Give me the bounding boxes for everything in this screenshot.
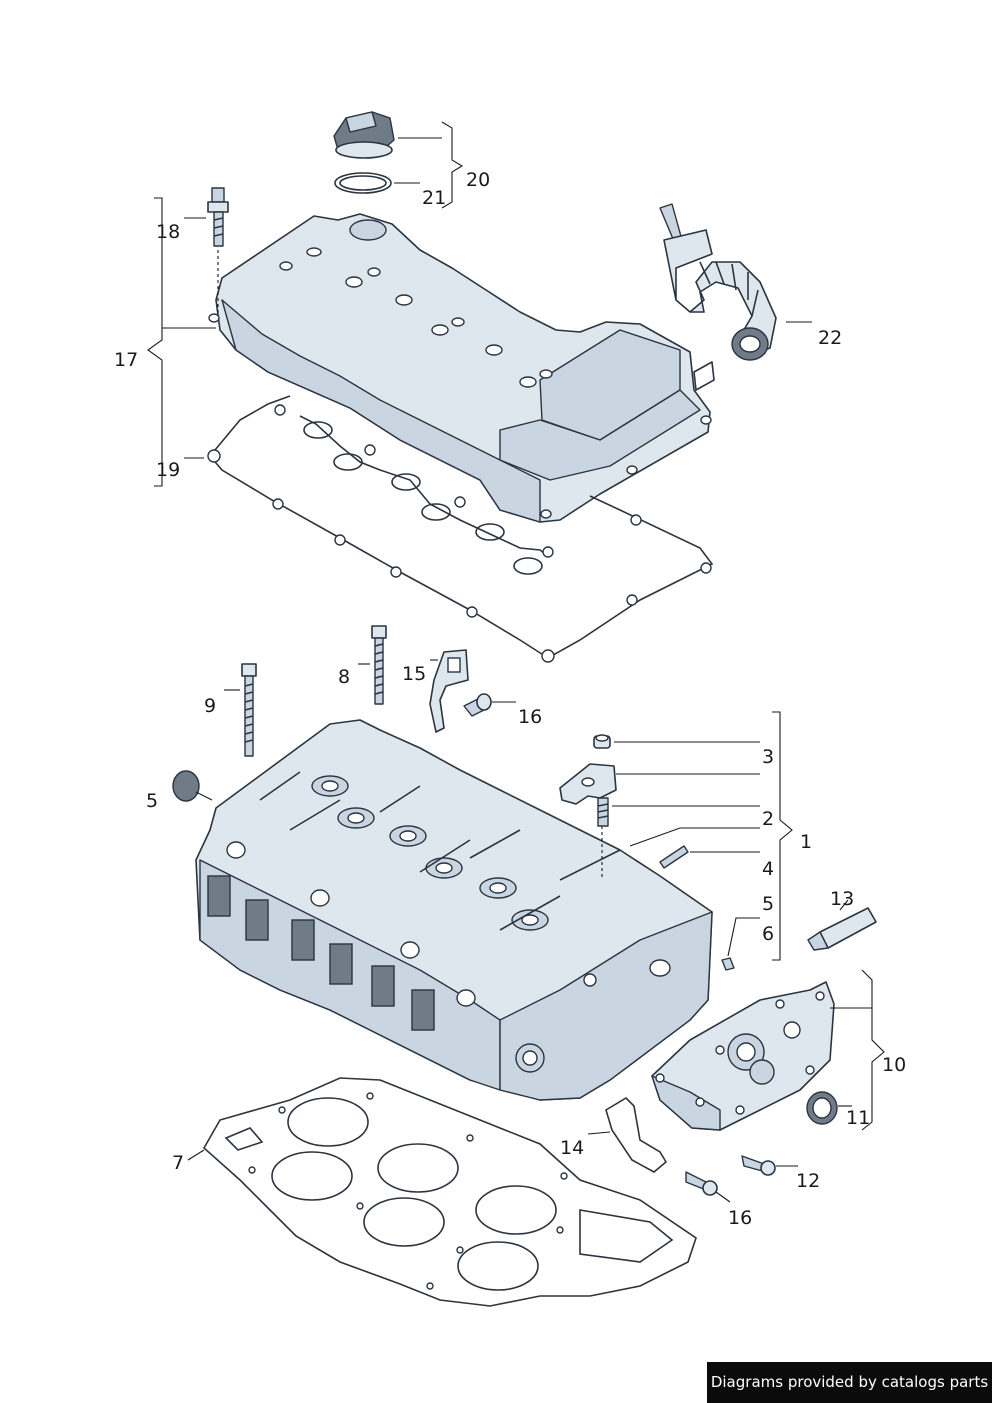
callout-20: 20 xyxy=(466,169,490,191)
head-bolt-9 xyxy=(241,663,257,757)
cylinder-head-cover xyxy=(208,213,715,523)
credit-banner: Diagrams provided by catalogs parts xyxy=(707,1362,992,1403)
oil-filler-cap xyxy=(333,111,395,159)
head-gasket xyxy=(202,1077,697,1307)
callout-5-left: 5 xyxy=(146,790,158,812)
callout-11: 11 xyxy=(846,1107,870,1129)
cover-gasket xyxy=(207,395,714,663)
oil-cap-o-ring xyxy=(334,172,392,194)
rear-cover xyxy=(651,981,835,1131)
callout-22: 22 xyxy=(818,327,842,349)
callout-2: 2 xyxy=(762,808,774,830)
callout-1: 1 xyxy=(800,831,812,853)
callout-19: 19 xyxy=(156,459,180,481)
bracket xyxy=(429,649,469,733)
nut xyxy=(593,734,611,749)
breather-hose xyxy=(659,203,777,361)
cover-bolt xyxy=(207,187,229,316)
callout-18: 18 xyxy=(156,221,180,243)
callout-16-upper: 16 xyxy=(518,706,542,728)
callout-numbers: 20 21 18 17 19 22 8 15 16 9 5 3 2 1 4 5 … xyxy=(114,169,906,1229)
sealant-tube xyxy=(807,907,877,951)
shaft-seal xyxy=(806,1091,838,1125)
bracket-bolt xyxy=(463,693,492,717)
head-bolt-8 xyxy=(371,625,387,705)
callout-5-right: 5 xyxy=(762,893,774,915)
stud-bolt xyxy=(597,797,609,827)
dowel-pin xyxy=(721,957,735,971)
cylinder-head xyxy=(195,719,713,1101)
callout-4: 4 xyxy=(762,858,774,880)
stud-4 xyxy=(659,845,689,869)
callout-14: 14 xyxy=(560,1137,584,1159)
sealing-plug xyxy=(172,770,200,802)
callout-17: 17 xyxy=(114,349,138,371)
callout-13: 13 xyxy=(830,888,854,910)
callout-8: 8 xyxy=(338,666,350,688)
callout-3: 3 xyxy=(762,746,774,768)
callout-6: 6 xyxy=(762,923,774,945)
cover-bolt-16 xyxy=(685,1171,718,1196)
callout-21: 21 xyxy=(422,187,446,209)
leader-lines xyxy=(147,121,885,1203)
cover-bolt-12 xyxy=(741,1155,776,1176)
callout-10: 10 xyxy=(882,1054,906,1076)
callout-7: 7 xyxy=(172,1152,184,1174)
callout-12: 12 xyxy=(796,1170,820,1192)
callout-16-lower: 16 xyxy=(728,1207,752,1229)
callout-9: 9 xyxy=(204,695,216,717)
rear-cover-gasket xyxy=(605,1096,668,1173)
callout-15: 15 xyxy=(402,663,426,685)
